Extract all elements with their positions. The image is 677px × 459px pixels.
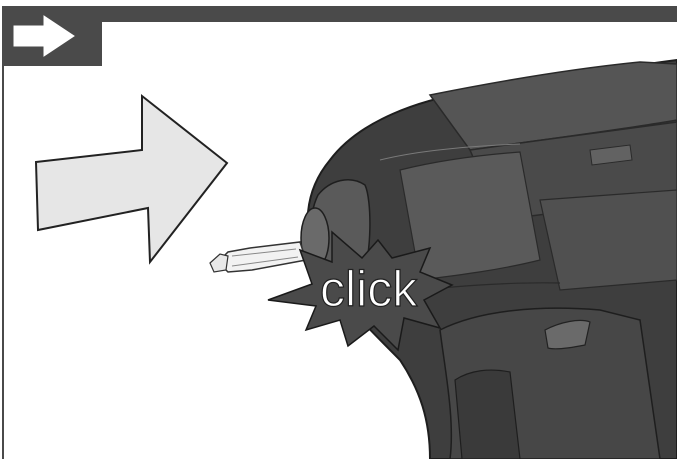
- screwdriver-bit: [210, 242, 306, 272]
- insert-direction-arrow-icon: [36, 96, 227, 262]
- click-text: click: [320, 261, 418, 317]
